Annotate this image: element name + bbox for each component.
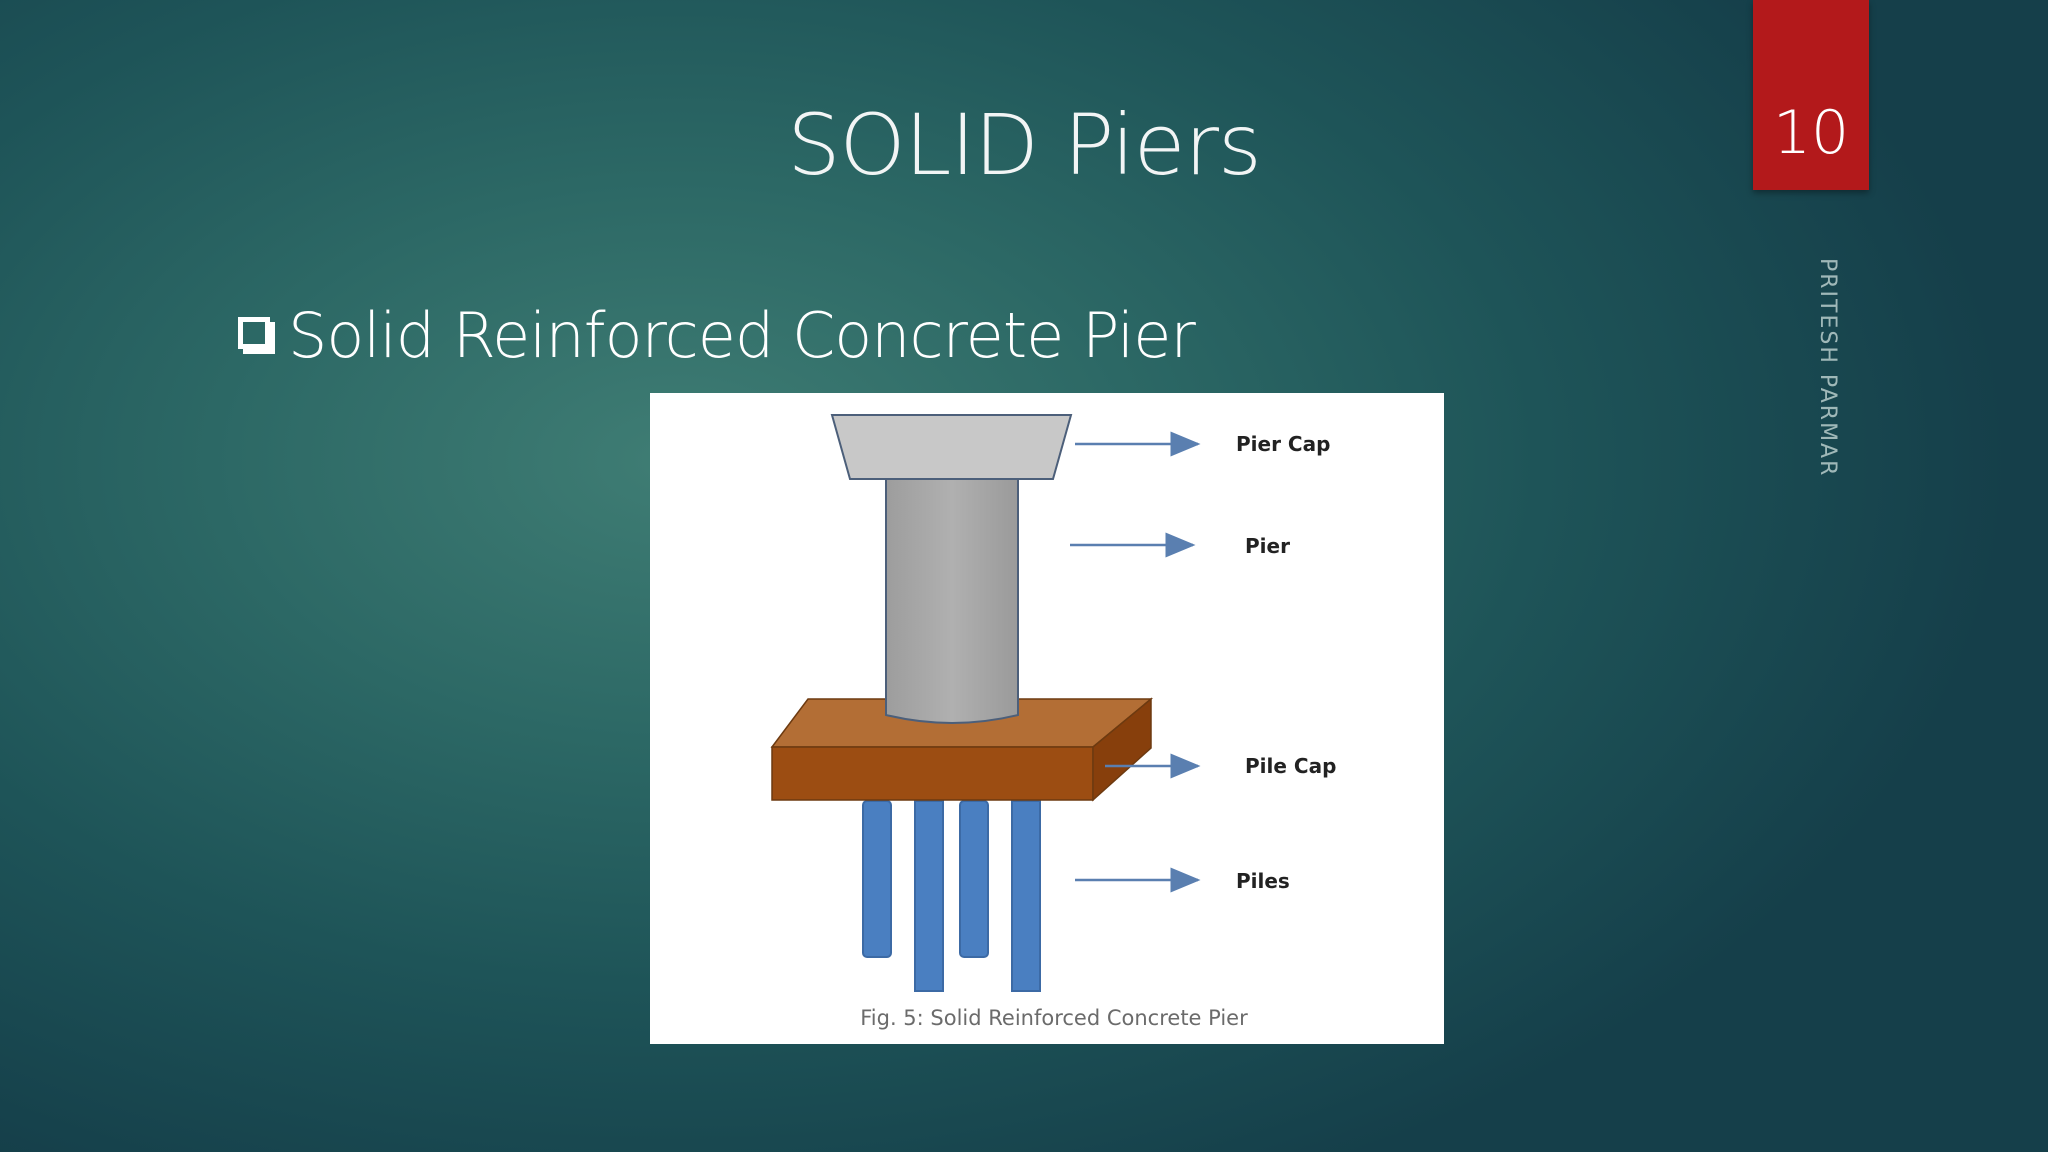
pile-4 xyxy=(1011,800,1041,992)
pile-1 xyxy=(862,800,892,958)
slide-number-tab: 10 xyxy=(1753,0,1869,190)
pier-diagram-figure: Pier Cap Pier Pile Cap Piles Fig. 5: Sol… xyxy=(650,393,1444,1044)
label-piles: Piles xyxy=(1236,869,1290,893)
bullet-item: Solid Reinforced Concrete Pier xyxy=(238,290,1196,380)
pile-cap xyxy=(770,697,1154,802)
label-pile-cap: Pile Cap xyxy=(1245,754,1336,778)
pile-3 xyxy=(959,800,989,958)
pier-diagram: Pier Cap Pier Pile Cap Piles Fig. 5: Sol… xyxy=(770,414,1336,1030)
pile-2 xyxy=(914,800,944,992)
bullet-text: Solid Reinforced Concrete Pier xyxy=(288,298,1196,372)
slide-number: 10 xyxy=(1772,98,1850,168)
square-bullet-icon xyxy=(238,317,270,349)
label-pier-cap: Pier Cap xyxy=(1236,432,1330,456)
pier-cap xyxy=(830,414,1073,480)
slide-title: SOLID Piers xyxy=(787,96,1262,194)
figure-caption: Fig. 5: Solid Reinforced Concrete Pier xyxy=(860,1006,1248,1030)
piles xyxy=(862,800,1041,992)
pier-column xyxy=(885,476,1019,724)
label-pier: Pier xyxy=(1245,534,1290,558)
author-name: PRITESH PARMAR xyxy=(1815,258,1840,478)
